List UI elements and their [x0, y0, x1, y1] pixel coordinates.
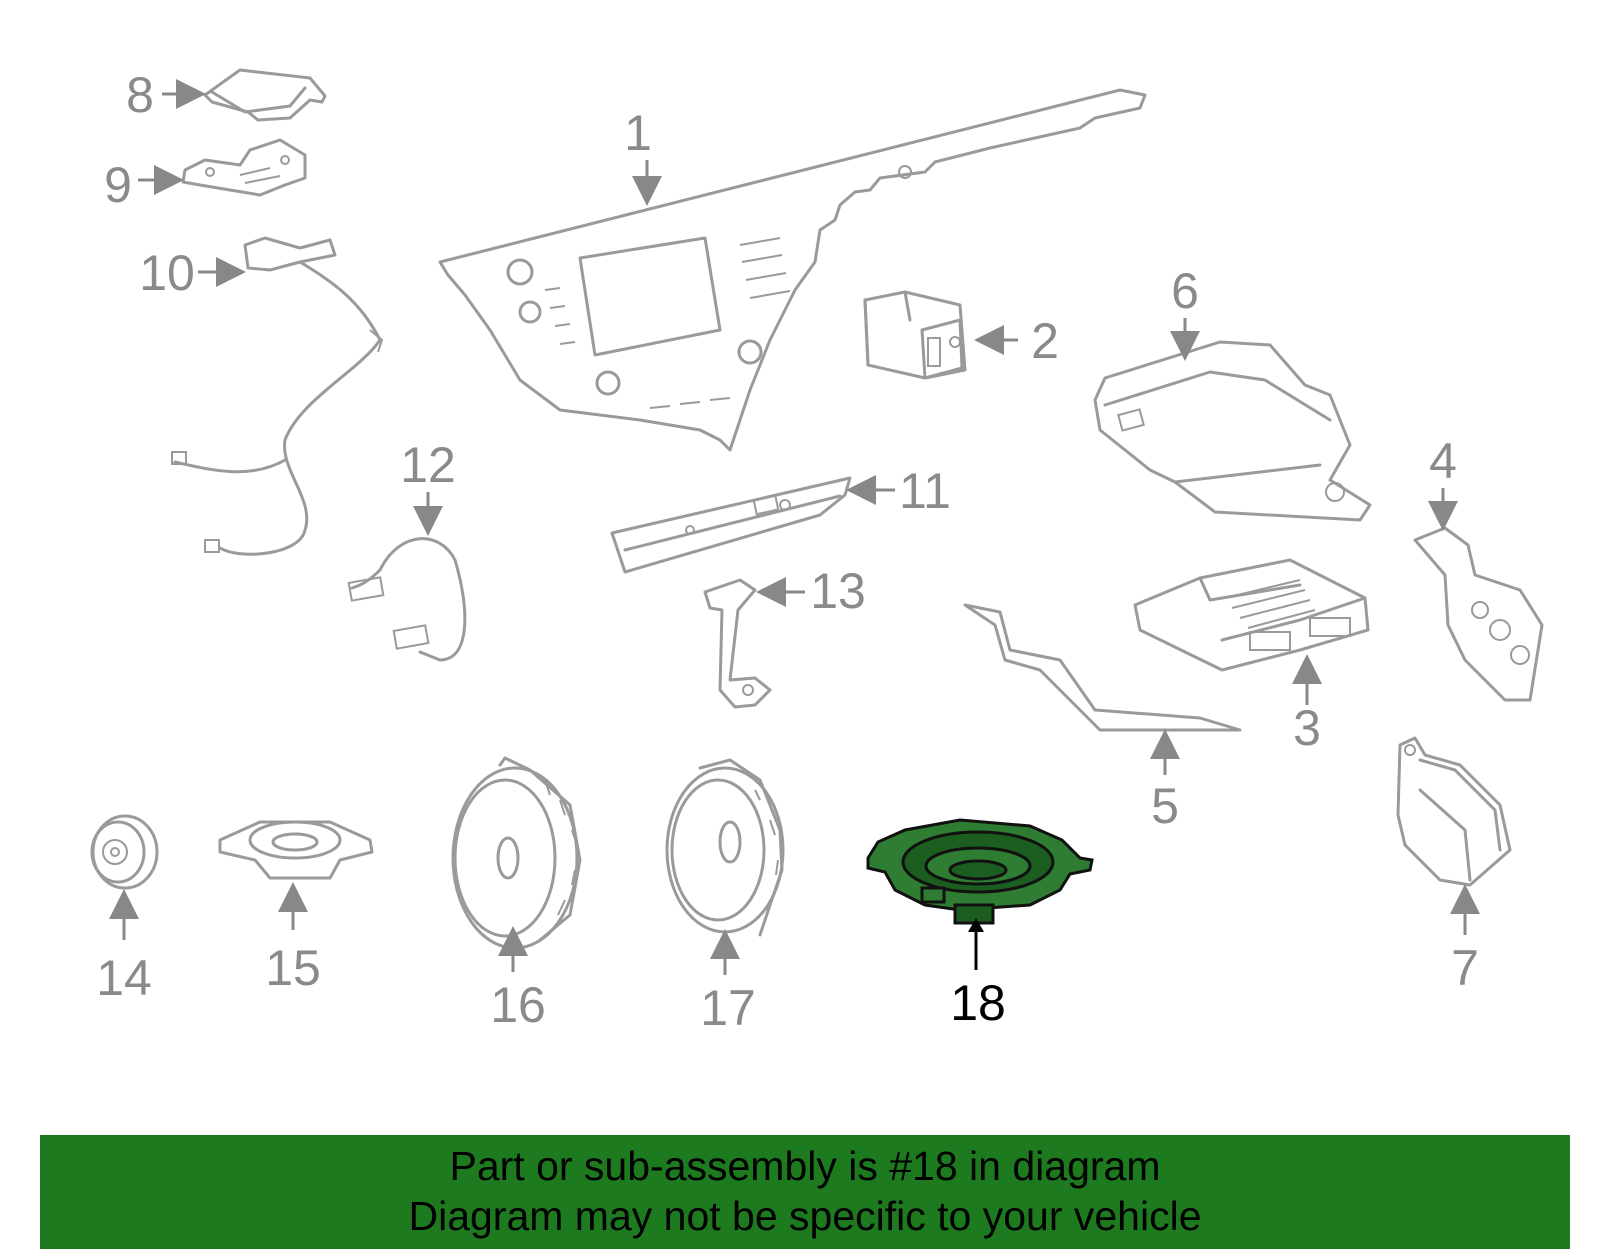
- svg-text:6: 6: [1171, 263, 1199, 319]
- part-10-harness: [171, 236, 384, 556]
- svg-text:14: 14: [96, 950, 152, 1006]
- svg-text:2: 2: [1031, 313, 1059, 369]
- part-7-antenna-amp: [1396, 736, 1512, 887]
- callout-15: 15: [265, 882, 321, 996]
- info-banner: Part or sub-assembly is #18 in diagram D…: [40, 1135, 1570, 1249]
- svg-text:1: 1: [624, 105, 652, 161]
- part-11-bracket-bar: [610, 476, 852, 574]
- svg-text:10: 10: [139, 245, 195, 301]
- banner-disclaimer-line: Diagram may not be specific to your vehi…: [408, 1193, 1202, 1239]
- part-12-wire: [347, 537, 467, 662]
- part-17-speaker: [665, 758, 785, 937]
- svg-text:18: 18: [950, 975, 1006, 1031]
- part-1-dash-panel: [438, 88, 1147, 452]
- callout-7: 7: [1450, 884, 1480, 996]
- callout-14: 14: [96, 889, 152, 1006]
- callout-2: 2: [974, 313, 1059, 369]
- part-3-module: [1133, 558, 1370, 672]
- callout-12: 12: [400, 437, 456, 536]
- part-8-sensor: [203, 68, 327, 122]
- callout-17: 17: [700, 929, 756, 1036]
- part-6-housing: [1093, 340, 1372, 522]
- callout-10: 10: [139, 245, 246, 301]
- part-18-speaker-highlighted: [866, 818, 1094, 925]
- svg-text:15: 15: [265, 940, 321, 996]
- part-16-speaker: [451, 756, 582, 950]
- svg-text:11: 11: [899, 463, 951, 519]
- svg-text:5: 5: [1151, 778, 1179, 834]
- callout-13: 13: [756, 563, 866, 619]
- part-9-bracket: [181, 138, 307, 197]
- part-4-bracket: [1413, 526, 1544, 702]
- callout-3: 3: [1292, 654, 1322, 756]
- callout-8: 8: [126, 67, 206, 123]
- banner-part-line: Part or sub-assembly is #18 in diagram: [449, 1143, 1161, 1189]
- callout-6: 6: [1170, 263, 1200, 361]
- callout-16: 16: [490, 926, 546, 1033]
- callout-1: 1: [624, 105, 662, 206]
- callout-9: 9: [104, 157, 184, 213]
- svg-text:9: 9: [104, 157, 132, 213]
- svg-text:3: 3: [1293, 700, 1321, 756]
- svg-text:17: 17: [700, 980, 756, 1036]
- svg-text:12: 12: [400, 437, 456, 493]
- svg-text:8: 8: [126, 67, 154, 123]
- svg-text:16: 16: [490, 977, 546, 1033]
- part-2-switch: [863, 290, 967, 380]
- callout-4: 4: [1428, 433, 1458, 531]
- part-15-speaker: [218, 820, 374, 880]
- callout-5: 5: [1150, 729, 1180, 834]
- svg-text:4: 4: [1429, 433, 1457, 489]
- callout-18: 18: [950, 918, 1006, 1031]
- part-5-brace: [963, 603, 1242, 732]
- callout-11: 11: [846, 463, 951, 519]
- part-13-strap: [703, 578, 772, 709]
- svg-text:13: 13: [810, 563, 866, 619]
- part-14-tweeter: [90, 814, 159, 890]
- svg-text:7: 7: [1451, 940, 1479, 996]
